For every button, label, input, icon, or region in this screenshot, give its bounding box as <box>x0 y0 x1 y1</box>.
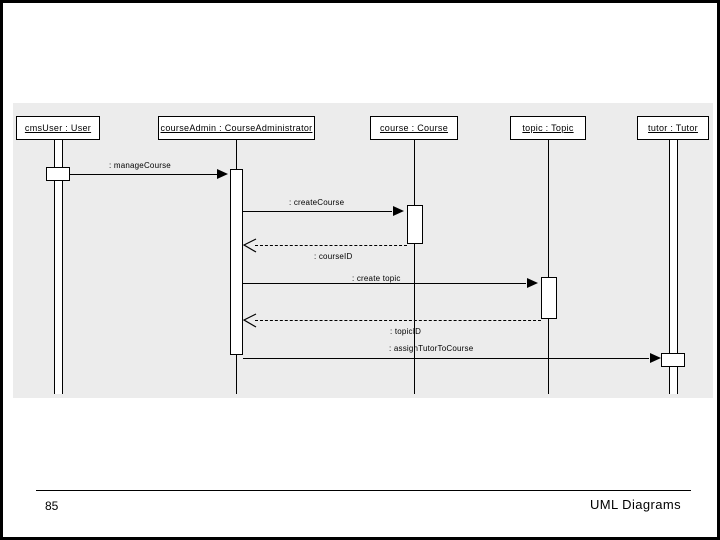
message-label-assigntutortocourse: : assignTutorToCourse <box>389 344 474 353</box>
activation-topic <box>541 277 557 319</box>
message-label-courseid: : courseID <box>314 252 353 261</box>
lifeline-line-topic <box>548 140 549 394</box>
activation-course <box>407 205 423 244</box>
footer-title: UML Diagrams <box>589 497 681 512</box>
message-line-createtopic <box>243 283 526 284</box>
lifeline-header-cmsuser[interactable]: cmsUser : User <box>16 116 100 140</box>
message-line-courseid <box>255 245 407 246</box>
message-line-topicid <box>255 320 541 321</box>
message-arrowhead-topicid <box>243 313 257 328</box>
lifeline-label-topic: topic : Topic <box>522 123 574 133</box>
message-label-managecourse: : manageCourse <box>109 161 171 170</box>
message-line-managecourse <box>70 174 220 175</box>
lifeline-label-course: course : Course <box>379 123 449 133</box>
message-label-createtopic: : create topic <box>352 274 401 283</box>
activation-courseadmin <box>230 169 243 355</box>
lifeline-header-tutor[interactable]: tutor : Tutor <box>637 116 709 140</box>
message-label-createcourse: : createCourse <box>289 198 345 207</box>
message-arrowhead-courseid <box>243 238 257 253</box>
message-line-createcourse <box>243 211 392 212</box>
message-arrowhead-createcourse <box>393 206 404 216</box>
lifeline-bar-cmsuser <box>53 140 63 394</box>
lifeline-label-cmsuser: cmsUser : User <box>24 123 92 133</box>
lifeline-label-tutor: tutor : Tutor <box>648 123 698 133</box>
message-label-topicid: : topicID <box>390 327 422 336</box>
message-line-assigntutortocourse <box>243 358 649 359</box>
message-arrowhead-assigntutortocourse <box>650 353 661 363</box>
lifeline-header-topic[interactable]: topic : Topic <box>510 116 586 140</box>
lifeline-line-course <box>414 140 415 394</box>
lifeline-bar-tutor <box>668 140 678 394</box>
activation-tutor <box>661 353 685 367</box>
message-arrowhead-managecourse <box>217 169 228 179</box>
footer-page-number: 85 <box>45 499 59 513</box>
lifeline-label-courseadmin: courseAdmin : CourseAdministrator <box>160 123 313 133</box>
footer-divider <box>36 490 691 491</box>
lifeline-header-course[interactable]: course : Course <box>370 116 458 140</box>
lifeline-header-courseadmin[interactable]: courseAdmin : CourseAdministrator <box>158 116 315 140</box>
activation-cmsuser <box>46 167 70 181</box>
message-arrowhead-createtopic <box>527 278 538 288</box>
sequence-diagram-panel <box>13 103 713 398</box>
